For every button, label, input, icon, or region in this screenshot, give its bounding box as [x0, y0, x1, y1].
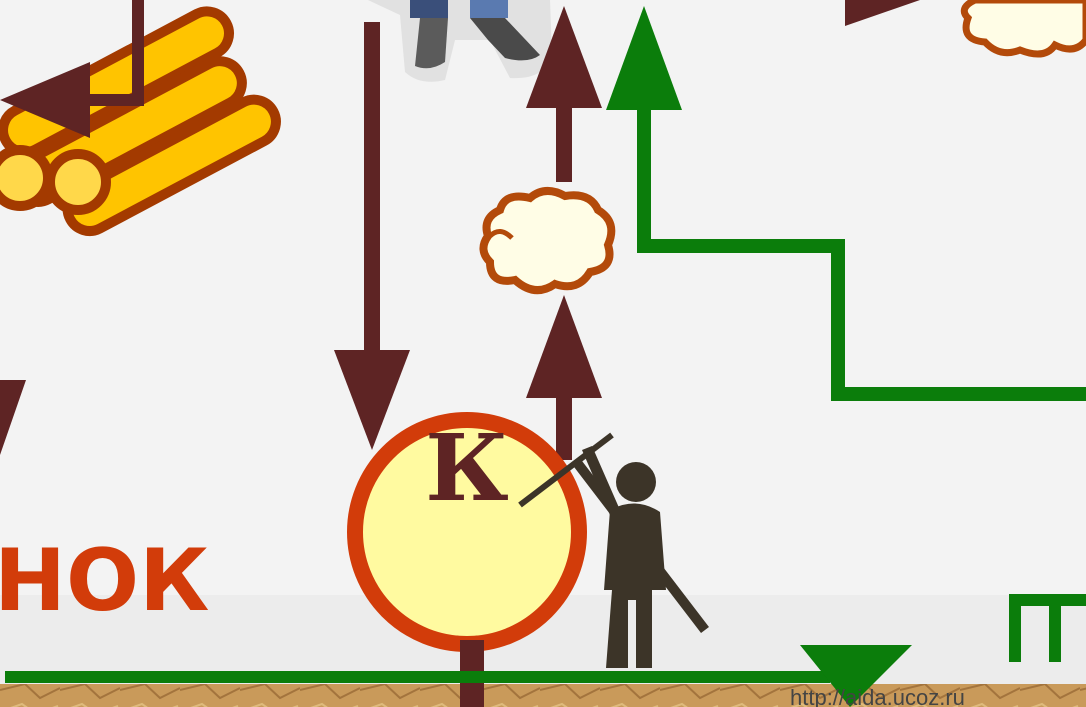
letter-k: К	[425, 414, 509, 522]
word-fragment: НОК	[0, 531, 209, 631]
cloud-icon	[483, 191, 611, 290]
watermark-url: http://aida.ucoz.ru	[790, 685, 965, 707]
